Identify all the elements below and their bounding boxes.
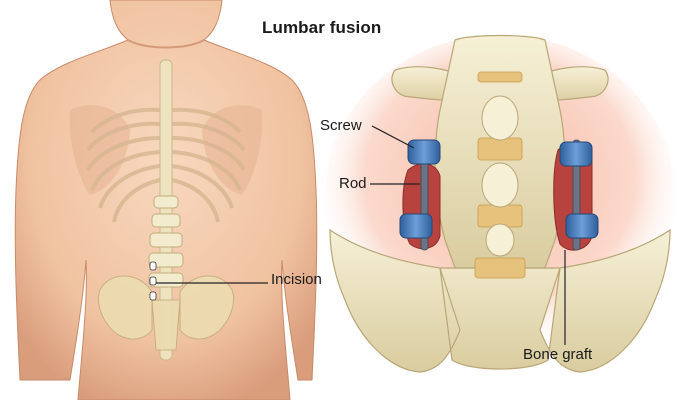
spine — [148, 59, 184, 361]
neck-shadow — [127, 39, 205, 49]
leader-lines — [156, 125, 566, 345]
left-scapula — [69, 105, 130, 195]
rod-label: Rod — [339, 175, 367, 192]
back-illustration — [14, 0, 318, 400]
intervertebral-discs — [474, 71, 526, 279]
incision-marks — [149, 261, 157, 301]
spine-closeup-illustration — [325, 34, 675, 373]
pelvis — [97, 275, 235, 351]
diagram-title: Lumbar fusion — [262, 18, 382, 37]
ribcage — [86, 107, 246, 223]
bone-graft-label: Bone graft — [523, 346, 593, 363]
screw-leader-line — [371, 125, 415, 149]
screw-label: Screw — [320, 117, 362, 134]
spinous-processes — [481, 95, 519, 257]
right-scapula — [202, 105, 263, 195]
incision-label: Incision — [271, 271, 322, 288]
sacrum-pelvis — [329, 228, 671, 373]
screws — [399, 139, 599, 239]
